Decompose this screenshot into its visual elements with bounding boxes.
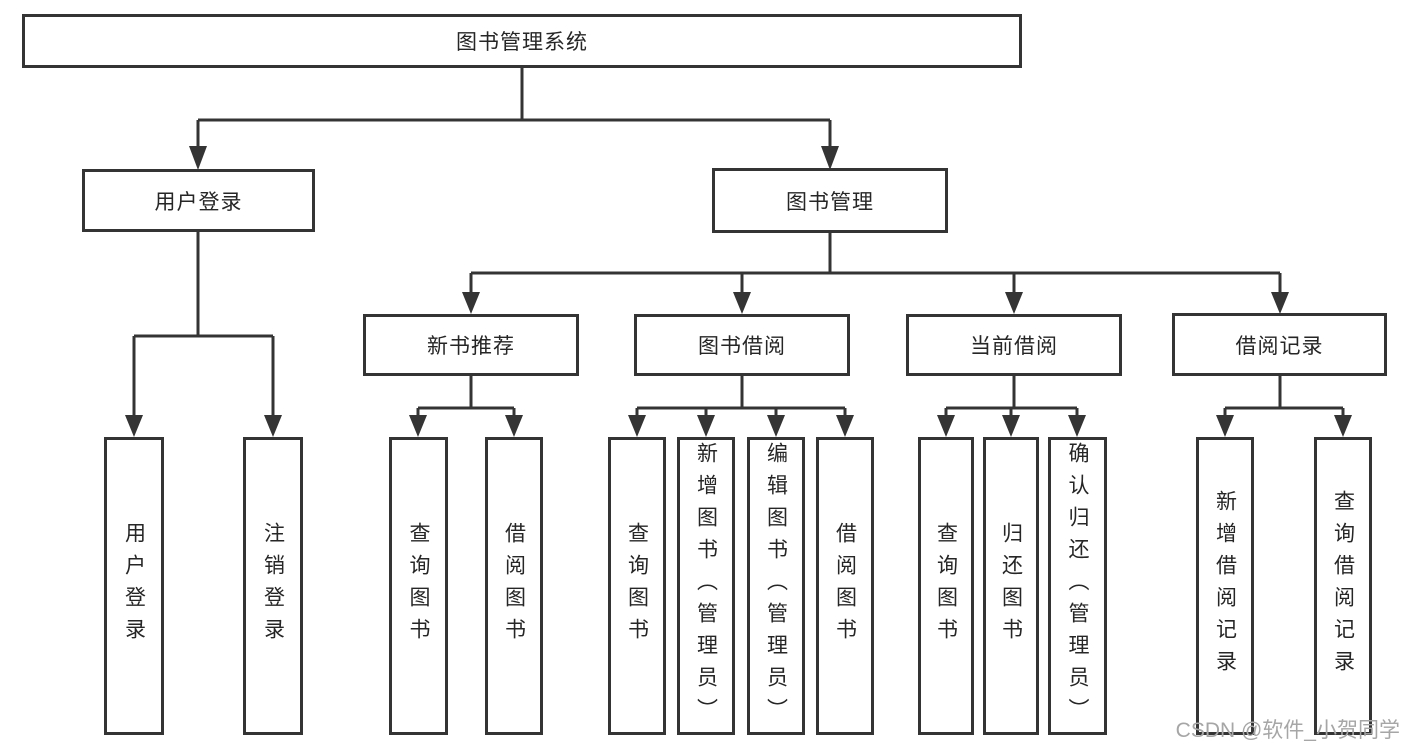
node-leaf-borrow-books: 借阅图书: [816, 437, 874, 735]
watermark: CSDN @软件_小贺同学: [1175, 719, 1400, 742]
node-leaf-return-books: 归还图书: [983, 437, 1039, 735]
node-leaf-logout: 注销登录: [243, 437, 303, 735]
node-label: 借阅图书: [502, 522, 526, 650]
node-user-login: 用户登录: [82, 169, 315, 232]
node-leaf-confirm-return-admin: 确认归还（管理员）: [1048, 437, 1107, 735]
node-leaf-borrow-books-recommend: 借阅图书: [485, 437, 543, 735]
node-leaf-add-borrow-record: 新增借阅记录: [1196, 437, 1254, 735]
node-borrowing-records: 借阅记录: [1172, 313, 1387, 376]
node-label: 用户登录: [122, 522, 146, 650]
node-label: 注销登录: [261, 522, 285, 650]
node-label: 查询图书: [625, 522, 649, 650]
node-leaf-add-books-admin: 新增图书（管理员）: [677, 437, 735, 735]
node-leaf-query-borrow-record: 查询借阅记录: [1314, 437, 1372, 735]
node-label: 借阅图书: [833, 522, 857, 650]
node-library-system: 图书管理系统: [22, 14, 1022, 68]
node-label: 确认归还（管理员）: [1066, 442, 1089, 730]
node-book-management: 图书管理: [712, 168, 948, 233]
node-label: 查询图书: [934, 522, 958, 650]
node-label: 编辑图书（管理员）: [764, 442, 788, 730]
node-leaf-query-books-borrow: 查询图书: [608, 437, 666, 735]
node-leaf-edit-books-admin: 编辑图书（管理员）: [747, 437, 805, 735]
node-label: 归还图书: [999, 522, 1023, 650]
node-new-book-recommendation: 新书推荐: [363, 314, 579, 376]
node-leaf-query-books-recommend: 查询图书: [389, 437, 448, 735]
node-book-borrowing: 图书借阅: [634, 314, 850, 376]
node-label: 新增图书（管理员）: [694, 442, 718, 730]
node-label: 查询借阅记录: [1331, 490, 1355, 682]
node-current-borrowing: 当前借阅: [906, 314, 1122, 376]
node-leaf-user-login: 用户登录: [104, 437, 164, 735]
node-label: 查询图书: [407, 522, 430, 650]
node-label: 新增借阅记录: [1213, 490, 1237, 682]
node-leaf-query-books-current: 查询图书: [918, 437, 974, 735]
